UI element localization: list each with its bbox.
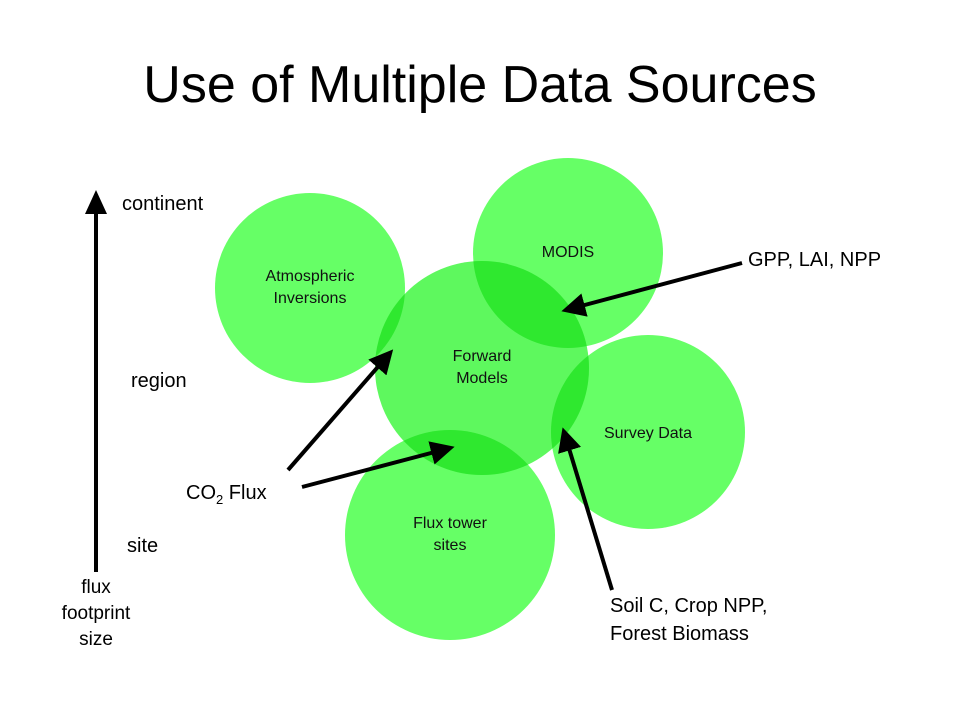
scale-region-label: region [131,370,187,392]
atmospheric-label-line-2: Inversions [273,290,347,307]
atmospheric-inversions-circle [215,193,405,383]
axis-label-line-3: size [79,629,113,650]
forward-overlaps [375,261,589,475]
soil-line-2: Forest Biomass [610,623,749,645]
gpp-lai-npp-annotation: GPP, LAI, NPP [748,249,882,271]
co2-suffix: Flux [223,482,267,504]
soil-line-1: Soil C, Crop NPP, [610,595,768,617]
soil-arrow [558,427,614,591]
scale-axis-arrowhead [85,190,107,214]
atmospheric-label-line-1: Atmospheric [265,268,355,285]
axis-label-line-1: flux [81,577,111,598]
flux-tower-sites-label: Flux tower sites [380,513,520,557]
forward-label-line-2: Models [456,370,508,387]
soil-annotation: Soil C, Crop NPP, Forest Biomass [610,592,767,648]
flux-tower-label-line-1: Flux tower [413,515,487,532]
flux-tower-label-line-2: sites [433,537,467,554]
axis-label-line-2: footprint [61,603,131,624]
axis-label: flux footprint size [46,575,146,653]
co2-subscript: 2 [216,492,224,507]
co2-arrow-upper [286,349,394,472]
survey-data-circle [551,335,745,529]
co2-prefix: CO [186,482,216,504]
page-title: Use of Multiple Data Sources [143,56,817,114]
scale-continent-label: continent [122,193,204,215]
forward-models-label: Forward Models [412,346,552,390]
survey-data-label: Survey Data [603,425,693,442]
forward-label-line-1: Forward [452,348,512,365]
flux-tower-sites-circle [345,430,555,640]
modis-label: MODIS [541,244,595,261]
co2-arrow-lower [301,441,455,489]
atmospheric-inversions-label: Atmospheric Inversions [240,266,380,310]
gpp-arrow [561,261,743,317]
scale-site-label: site [127,535,159,557]
co2-flux-annotation: CO2 Flux [186,479,267,514]
